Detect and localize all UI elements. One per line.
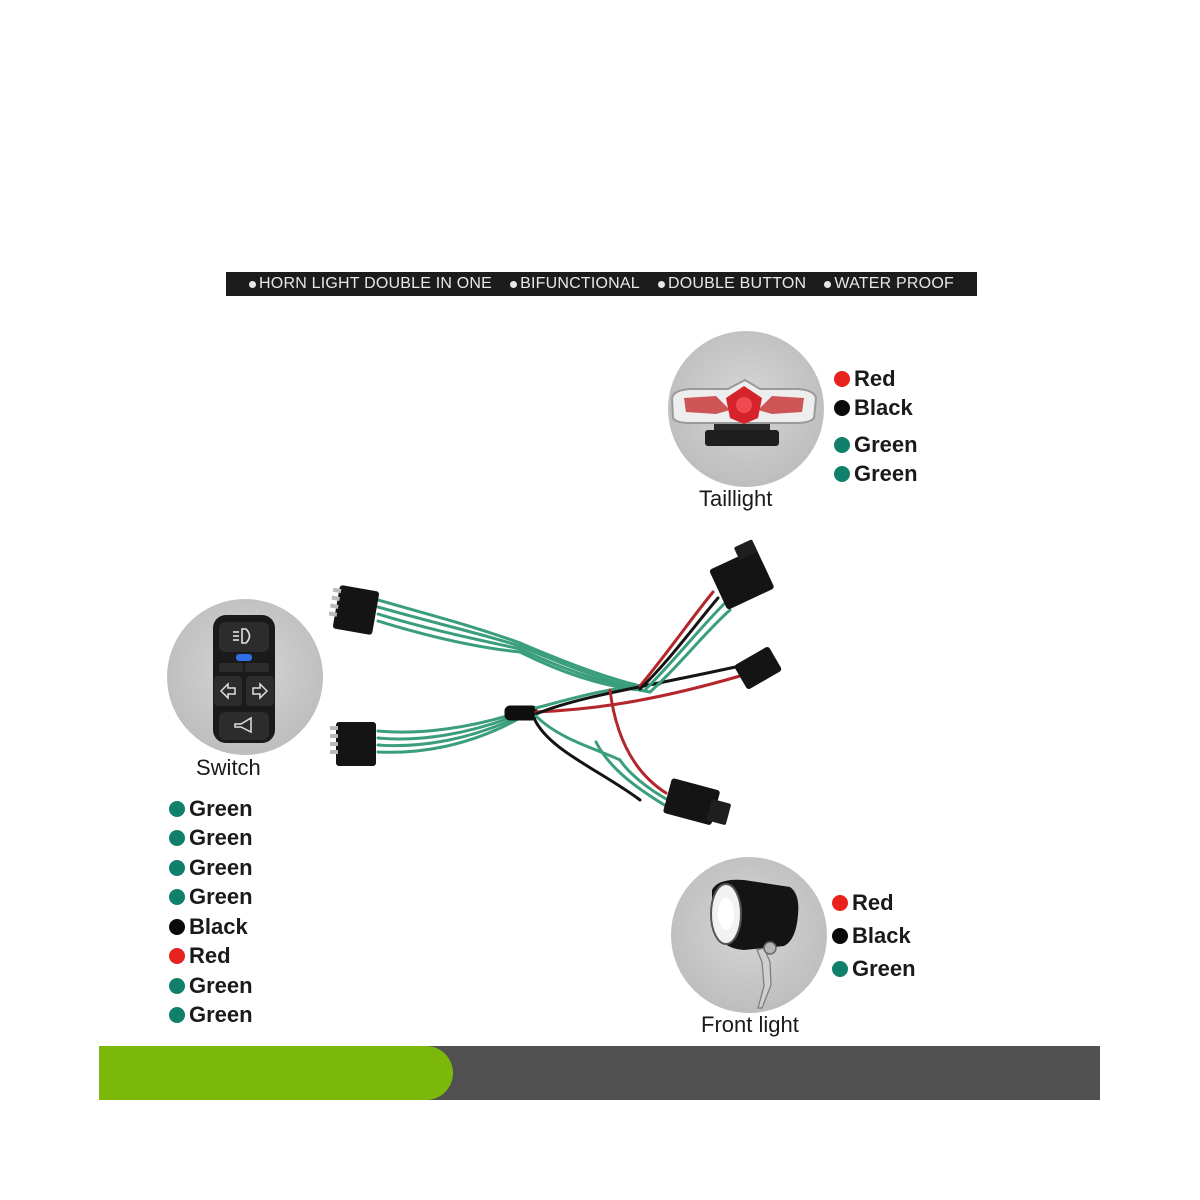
wire-color-dot [834, 370, 850, 387]
wire-legend-item: Green [169, 853, 253, 883]
wire-legend-item: Green [169, 824, 253, 854]
wire-color-dot [832, 894, 848, 911]
bullet-icon [824, 280, 832, 288]
wire-color-dot [169, 1007, 185, 1024]
wire-color-dot [832, 960, 848, 977]
wire-legend-item: Green [169, 883, 253, 913]
right-arrow-icon [252, 682, 269, 700]
horn-icon [234, 716, 252, 734]
wire-color-dot [834, 400, 850, 417]
front-light-wire-legend: Red Black Green [832, 886, 916, 985]
wire-color-dot [834, 436, 850, 453]
feature-item: HORN LIGHT DOUBLE IN ONE [249, 275, 492, 293]
left-arrow-icon [219, 682, 236, 700]
wire-legend-item: Black [832, 919, 916, 952]
wire-color-dot [832, 927, 848, 944]
feature-item: WATER PROOF [824, 275, 954, 293]
wire-legend-item: Green [834, 430, 918, 460]
front-light-device [710, 879, 799, 1009]
connector-taillight [709, 539, 774, 610]
harness-wires [376, 590, 742, 808]
wire-legend-item: Green [169, 1001, 253, 1031]
connector-middle-right [734, 646, 782, 690]
wire-color-dot [169, 948, 185, 965]
bullet-icon [510, 280, 518, 288]
wire-color-dot [169, 918, 185, 935]
wire-legend-item: Green [832, 952, 916, 985]
bottom-accent-pill [99, 1046, 453, 1100]
feature-item: DOUBLE BUTTON [657, 275, 806, 293]
wire-legend-item: Green [169, 794, 253, 824]
feature-item: BIFUNCTIONAL [510, 275, 640, 293]
taillight-wire-legend: Red Black Green Green [834, 364, 918, 489]
wire-legend-item: Green [169, 971, 253, 1001]
wire-color-dot [169, 889, 185, 906]
bullet-icon [657, 280, 665, 288]
front-light-caption: Front light [701, 1012, 799, 1037]
switch-wire-legend: Green Green Green Green Black Red Green … [169, 794, 253, 1030]
wire-legend-item: Green [834, 460, 918, 490]
wire-legend-item: Red [169, 942, 253, 972]
switch-caption: Switch [196, 755, 261, 780]
connector-lower-left [330, 722, 376, 766]
wire-legend-item: Red [834, 364, 918, 394]
bottom-banner [99, 1046, 1100, 1100]
wire-legend-item: Red [832, 886, 916, 919]
wire-legend-item: Black [834, 394, 918, 424]
wire-color-dot [169, 977, 185, 994]
wire-legend-item: Black [169, 912, 253, 942]
connector-upper-left [328, 585, 380, 635]
bullet-icon [249, 280, 257, 288]
headlight-icon [233, 628, 251, 644]
taillight-icon [670, 378, 818, 446]
switch-device [213, 615, 275, 743]
wire-color-dot [169, 800, 185, 817]
wire-color-dot [834, 466, 850, 483]
taillight-caption: Taillight [699, 486, 773, 511]
wire-color-dot [169, 859, 185, 876]
feature-banner: HORN LIGHT DOUBLE IN ONE BIFUNCTIONAL DO… [226, 272, 977, 296]
wire-color-dot [169, 830, 185, 847]
connector-front-light [663, 778, 731, 825]
